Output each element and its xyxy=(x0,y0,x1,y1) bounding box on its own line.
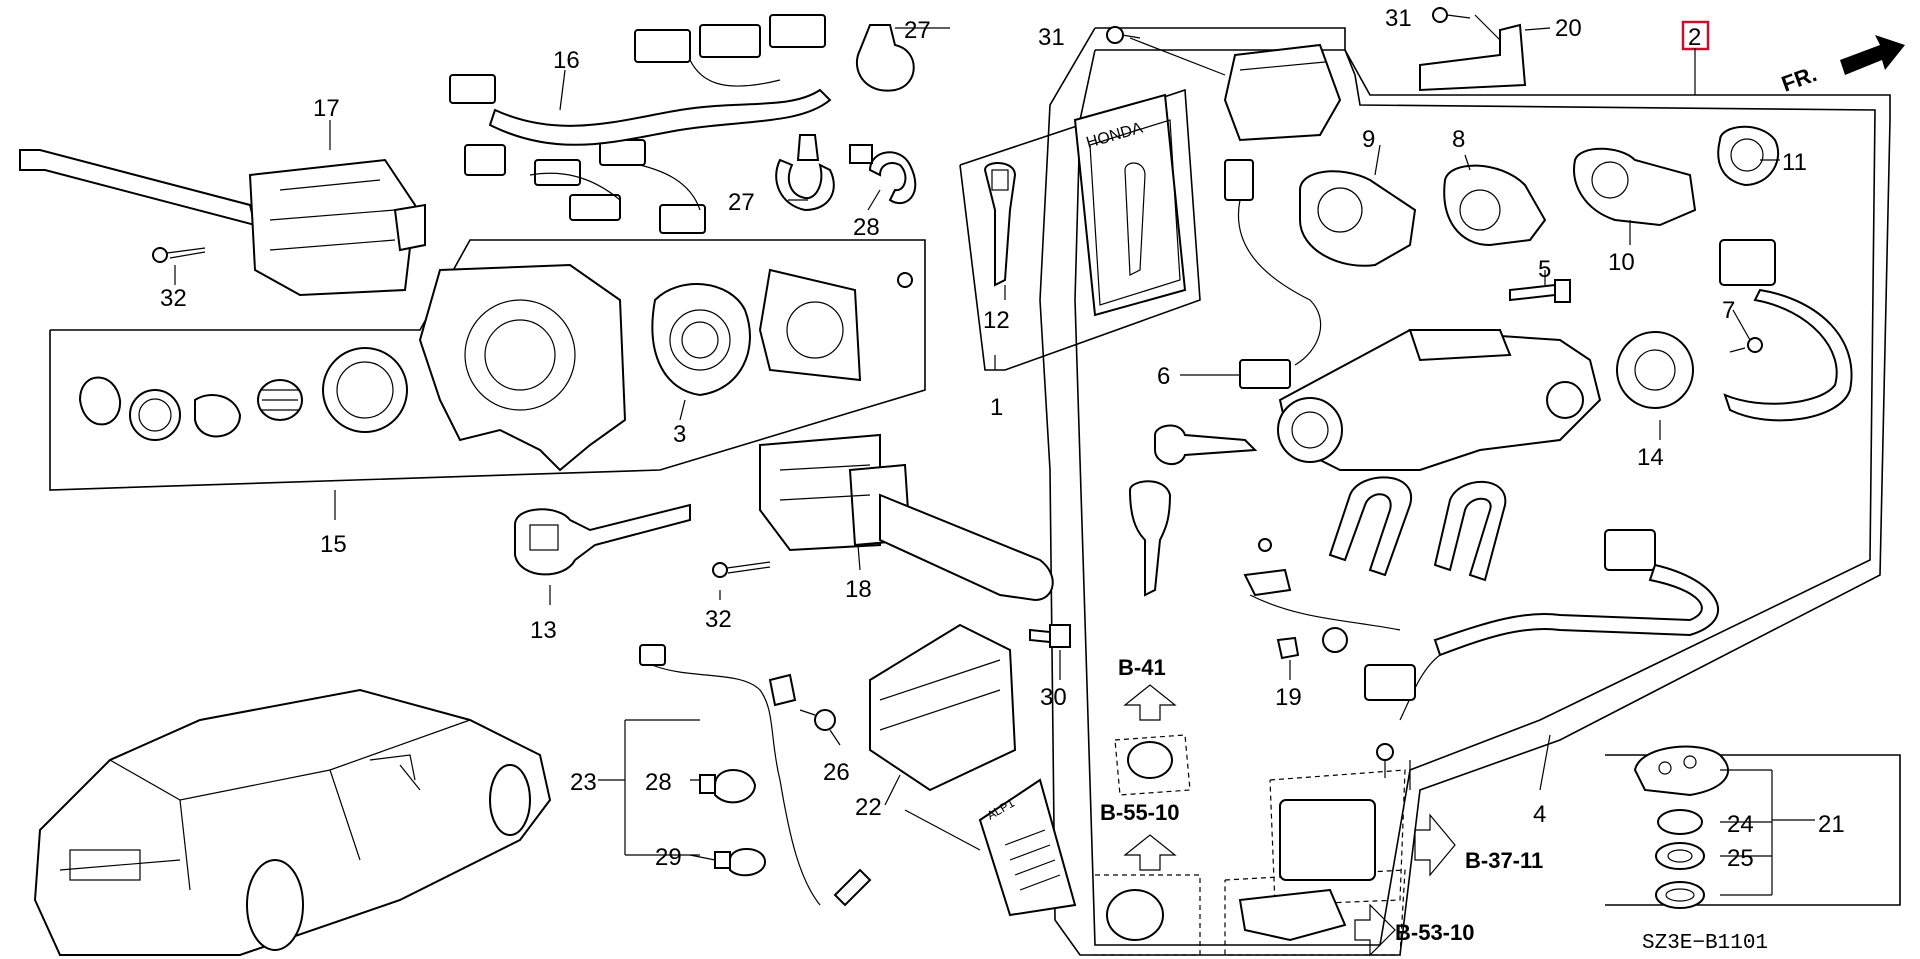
bolt-30 xyxy=(1029,624,1071,648)
bolt-5 xyxy=(1509,279,1571,303)
callout-31b: 31 xyxy=(1385,5,1412,32)
key-set-4 xyxy=(1128,424,1258,597)
manual-22: ALP1 xyxy=(978,778,1077,917)
callout-25: 25 xyxy=(1727,845,1754,872)
callout-12: 12 xyxy=(983,307,1010,334)
ignition-switch-14 xyxy=(1616,239,1853,422)
collar-9 xyxy=(1299,170,1417,267)
fr-label: FR. xyxy=(1778,61,1820,97)
collar-10 xyxy=(1573,147,1697,227)
callout-5: 5 xyxy=(1538,256,1551,283)
callout-6: 6 xyxy=(1157,363,1170,390)
clamp-set-4 xyxy=(1328,476,1507,582)
callout-21: 21 xyxy=(1818,811,1845,838)
callout-28b: 28 xyxy=(645,769,672,796)
callout-15: 15 xyxy=(320,531,347,558)
callout-7: 7 xyxy=(1722,297,1735,324)
callout-26: 26 xyxy=(823,759,850,786)
callout-18: 18 xyxy=(845,576,872,603)
collar-11 xyxy=(1717,125,1780,187)
harness-4 xyxy=(1243,529,1720,721)
antenna-cable-23 xyxy=(639,644,872,907)
callout-28a: 28 xyxy=(853,214,880,241)
key-card: HONDA xyxy=(1073,93,1187,317)
bolt-26 xyxy=(799,709,836,731)
key-reader-unit xyxy=(1223,43,1342,142)
remote-21 xyxy=(1633,745,1730,797)
screw-lower xyxy=(1376,743,1394,778)
steering-lock-body xyxy=(1277,328,1602,471)
callout-17: 17 xyxy=(313,95,340,122)
clamp-27b xyxy=(775,134,835,212)
screw-31a xyxy=(1106,26,1141,44)
battery-cover-24 xyxy=(1657,809,1703,835)
part-2-marker xyxy=(1681,20,1710,51)
collar-8 xyxy=(1443,164,1547,247)
combination-switch-17 xyxy=(19,149,426,297)
callout-2: 2 xyxy=(1688,24,1701,51)
callout-22: 22 xyxy=(855,794,882,821)
bracket-20 xyxy=(1419,23,1527,92)
callout-23: 23 xyxy=(570,769,597,796)
callout-32a: 32 xyxy=(160,285,187,312)
diagram-code: SZ3E−B1101 xyxy=(1642,932,1768,955)
callout-16: 16 xyxy=(553,47,580,74)
callout-1: 1 xyxy=(990,394,1003,421)
ref-b41: B-41 xyxy=(1118,655,1166,680)
ref-b53-10: B-53-10 xyxy=(1395,920,1474,945)
callout-4: 4 xyxy=(1533,801,1546,828)
clamp-29 xyxy=(714,848,767,877)
callout-27b: 27 xyxy=(728,189,755,216)
callout-27a: 27 xyxy=(904,17,931,44)
wire-harness-16 xyxy=(449,14,832,234)
callout-14: 14 xyxy=(1637,444,1664,471)
callout-8: 8 xyxy=(1452,126,1465,153)
connector-6 xyxy=(1224,159,1322,389)
leader-lines xyxy=(174,14,1815,896)
key-12 xyxy=(983,162,1017,287)
callout-10: 10 xyxy=(1608,249,1635,276)
screw-32a xyxy=(152,247,206,263)
battery-25 xyxy=(1655,842,1705,870)
car-illustration xyxy=(33,688,552,956)
combination-switch-18 xyxy=(759,433,1054,602)
callout-11: 11 xyxy=(1782,149,1807,176)
ref-b55-10: B-55-10 xyxy=(1100,800,1179,825)
clamp-28a xyxy=(849,144,917,205)
callout-9: 9 xyxy=(1362,126,1375,153)
clamp-28b xyxy=(699,769,757,804)
key-13 xyxy=(514,503,691,576)
clamp-27a xyxy=(855,24,915,92)
callout-3: 3 xyxy=(673,421,686,448)
front-direction-arrow xyxy=(1840,35,1905,75)
cable-reel-3 xyxy=(651,283,751,397)
callout-labels: 1 2 3 4 5 6 7 8 9 10 11 12 13 14 15 16 1… xyxy=(160,5,1845,872)
callout-20: 20 xyxy=(1555,15,1582,42)
callout-29: 29 xyxy=(655,844,682,871)
gasket-21 xyxy=(1655,881,1705,909)
ref-arrows xyxy=(1106,684,1456,957)
callout-19: 19 xyxy=(1275,684,1302,711)
callout-31a: 31 xyxy=(1038,24,1065,51)
callout-30: 30 xyxy=(1040,684,1067,711)
screw-32b xyxy=(712,561,771,578)
ring-set-15 xyxy=(78,347,408,441)
callout-24: 24 xyxy=(1727,811,1754,838)
bolt-7 xyxy=(1729,337,1763,353)
callout-32b: 32 xyxy=(705,606,732,633)
bulb-19 xyxy=(1276,636,1300,660)
column-housing-15 xyxy=(418,263,627,472)
control-unit-22 xyxy=(869,623,1017,792)
ref-b37-11: B-37-11 xyxy=(1465,848,1543,873)
callout-13: 13 xyxy=(530,617,557,644)
screw-31b xyxy=(1432,7,1471,23)
cover-plate xyxy=(758,268,913,382)
